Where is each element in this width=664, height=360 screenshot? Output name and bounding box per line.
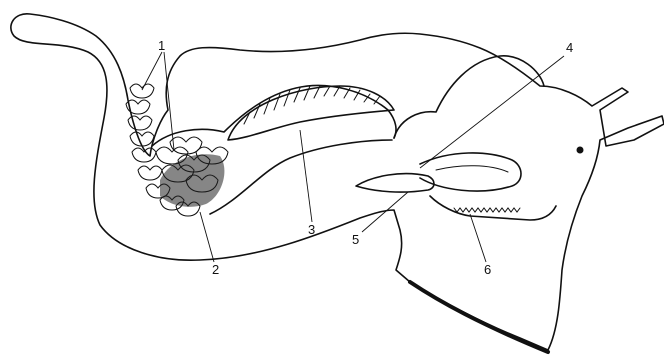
leader-4: [420, 56, 564, 168]
verge: [356, 174, 434, 192]
proboscis-inner: [436, 166, 508, 172]
mantle-line: [210, 140, 392, 214]
label-5: 5: [352, 232, 359, 247]
head-outline: [394, 56, 544, 138]
radula-zone: [430, 196, 556, 220]
visceral-boundary: [152, 85, 396, 146]
proboscis-sheath: [420, 153, 521, 191]
leader-1a: [142, 52, 162, 90]
body-outline: [11, 14, 664, 350]
leader-2: [200, 212, 214, 262]
radula-teeth: [454, 208, 520, 212]
osphradium-shape: [228, 86, 394, 140]
label-4: 4: [566, 40, 573, 55]
label-6: 6: [484, 262, 491, 277]
leader-3: [300, 130, 312, 222]
leader-6: [470, 214, 486, 262]
label-3: 3: [308, 222, 315, 237]
gill-dark-core: [160, 154, 224, 207]
label-1: 1: [158, 38, 165, 53]
label-2: 2: [212, 262, 219, 277]
osphradium-hatching: [244, 86, 380, 124]
leader-5: [362, 192, 408, 232]
foot-sole: [410, 282, 548, 352]
eye: [577, 147, 584, 154]
